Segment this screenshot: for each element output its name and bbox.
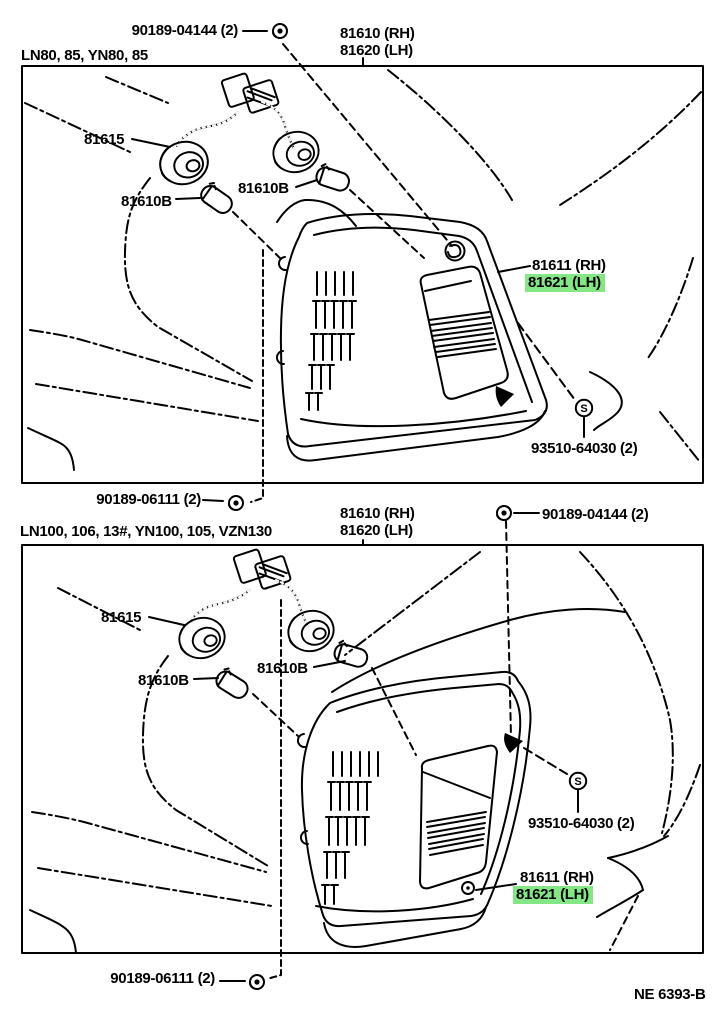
lamp1-shell	[279, 213, 548, 448]
lamp2-bottom-flange	[323, 906, 487, 948]
lamp2-mount-screw-hole	[461, 881, 475, 895]
part-label-bulb-left-1: 81610B	[121, 193, 172, 210]
lamp1-louvers-row5	[305, 392, 323, 411]
model-codes-section2: LN100, 106, 13#, YN100, 105, VZN130	[20, 523, 272, 540]
lamp1-side-tab-upper	[278, 256, 287, 271]
part-label-harness-1: 81615	[84, 131, 125, 148]
lamp1-lens-window	[419, 265, 509, 400]
harness-assembly-2	[173, 548, 340, 665]
lamp2-louvers-row5	[321, 884, 339, 905]
lamp2-side-tab-lower	[300, 830, 309, 845]
nut-icon-top-2	[496, 505, 512, 521]
screw-symbol-letter-1: S	[580, 403, 587, 415]
bulb-left-1	[196, 179, 238, 218]
highlighted-part-number-2: 81621 (LH)	[513, 886, 593, 904]
lamp2-mount-screw-dot	[466, 886, 470, 890]
part-label-screw-2: 93510-64030 (2)	[528, 815, 635, 832]
bulb-right-1	[313, 161, 354, 194]
bulb-socket-right-2	[282, 604, 340, 658]
part-label-nut-bottom-2: 90189-06111 (2)	[110, 970, 215, 987]
lamp2-lens-window	[419, 744, 498, 890]
section1-frame	[21, 65, 704, 484]
lamp2-lens-hatch	[426, 811, 487, 856]
lamp2-louvers-row4	[323, 851, 350, 879]
lamp2-lens-crease	[422, 771, 491, 799]
section2-frame	[21, 544, 704, 954]
connector-1	[220, 72, 280, 114]
panel2-leader-lines	[148, 512, 579, 982]
lamp1-louvers-row4	[308, 364, 335, 390]
part-label-lamp-assy-rh-1: 81610 (RH)	[340, 25, 415, 42]
panel1-fender-phantom-lines	[24, 69, 702, 463]
part-label-nut-bottom-1: 90189-06111 (2)	[96, 491, 201, 508]
bulb-left-2	[212, 664, 254, 703]
lamp2-mount-clip	[504, 733, 523, 753]
part-label-harness-2: 81615	[101, 609, 142, 626]
corner-lamp-1	[276, 213, 548, 462]
lamp1-side-tab-lower	[276, 350, 285, 365]
lamp2-side-tab-upper	[297, 733, 306, 748]
panel1-leader-lines	[131, 30, 585, 503]
bulb-socket-right-1	[267, 125, 325, 179]
part-label-bulb-right-2: 81610B	[257, 660, 308, 677]
screw-symbol-letter-2: S	[574, 776, 581, 788]
part-label-bulb-right-1: 81610B	[238, 180, 289, 197]
part-label-nut-top-1: 90189-04144 (2)	[131, 22, 239, 39]
lamp1-inner-flange	[313, 226, 533, 403]
nut-icon-top-1	[272, 23, 288, 39]
panel2-fender-phantom-lines	[31, 551, 701, 907]
lamp1-inner-bottom	[300, 410, 527, 428]
figure-code: NE 6393-B	[634, 986, 706, 1003]
lamp1-louvers-row2	[312, 300, 357, 329]
lamp1-mount-clip	[495, 386, 514, 407]
wire-left-2	[190, 589, 251, 623]
bulb-socket-left-2	[173, 611, 231, 665]
bulb-right-2	[331, 638, 372, 670]
model-codes-section1: LN80, 85, YN80, 85	[21, 47, 148, 64]
lamp2-louvers-row1	[332, 751, 379, 777]
lamp1-lens-hatch	[428, 311, 497, 358]
harness-assembly-1	[154, 72, 325, 191]
part-label-lamp-assy-rh-2: 81610 (RH)	[340, 505, 415, 522]
lamp2-shell	[300, 670, 532, 928]
lamp1-lens-crease	[424, 280, 472, 292]
connector-2	[232, 548, 292, 590]
highlighted-part-number-1: 81621 (LH)	[525, 274, 605, 292]
lamp2-louvers-row3	[325, 816, 370, 846]
lamp1-mount-screw-head	[447, 244, 462, 259]
bulb-socket-left-1	[154, 135, 214, 191]
lamp2-inner-bottom	[315, 898, 474, 913]
part-label-screw-1: 93510-64030 (2)	[531, 440, 638, 457]
panel2-fender-notch-dash	[609, 895, 639, 951]
part-label-lens-lh-2-wrap: 81621 (LH)	[513, 886, 593, 904]
lamp1-bottom-flange	[286, 410, 546, 462]
nut-icon-bottom-2	[249, 974, 265, 990]
corner-lamp-2	[297, 670, 532, 948]
part-label-lamp-assy-lh-1: 81620 (LH)	[340, 42, 413, 59]
part-label-lens-rh-1: 81611 (RH)	[532, 257, 606, 274]
screw-icon-2: S	[568, 771, 588, 791]
part-label-lens-lh-1-wrap: 81621 (LH)	[525, 274, 605, 292]
wire-right-2	[275, 579, 309, 628]
lamp2-louvers-row2	[327, 781, 372, 811]
lamp1-louvers-row1	[316, 271, 354, 296]
lamp2-inner-flange	[336, 683, 522, 895]
part-label-lens-rh-2: 81611 (RH)	[520, 869, 594, 886]
part-label-bulb-left-2: 81610B	[138, 672, 189, 689]
part-label-lamp-assy-lh-2: 81620 (LH)	[340, 522, 413, 539]
nut-icon-bottom-1	[228, 495, 244, 511]
screw-icon-1: S	[574, 398, 594, 418]
wire-right-1	[261, 101, 295, 150]
part-label-nut-top-2: 90189-04144 (2)	[542, 506, 649, 523]
lamp1-louvers-row3	[310, 333, 355, 361]
lamp1-mount-screw-boss	[444, 240, 466, 262]
